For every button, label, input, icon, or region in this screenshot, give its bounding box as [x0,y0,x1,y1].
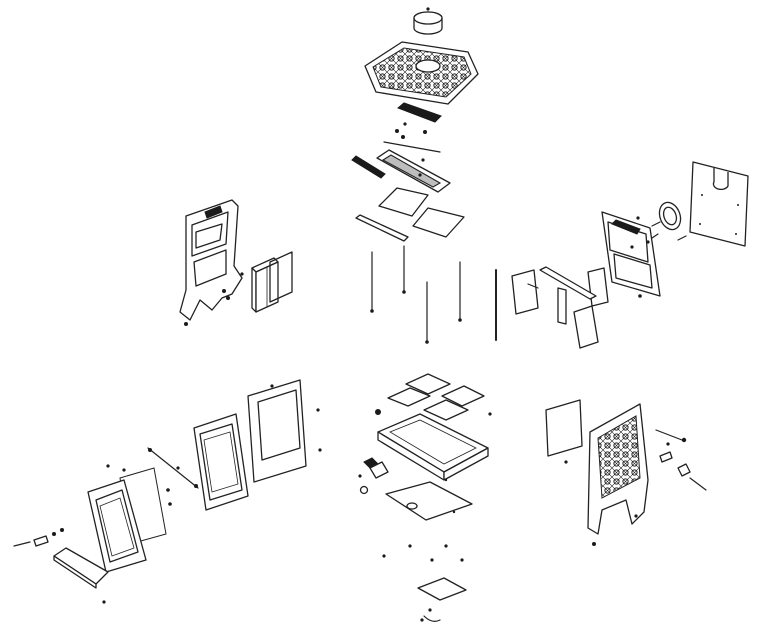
flue-collar [413,7,443,35]
upper-fasteners [383,122,441,153]
hearth-bricks [387,373,485,421]
flue-ring [651,201,687,241]
right-brick-panel [545,399,583,464]
baffle-brick [397,102,442,123]
ash-lip [53,547,109,604]
access-cover [417,577,467,622]
base-fasteners [382,544,464,562]
firebox-base [375,409,492,481]
left-side-panel [179,199,244,326]
right-firebricks [511,266,609,349]
door-rod [147,447,199,489]
top-plate [364,41,479,105]
center-rods [355,214,497,344]
air-control [358,457,389,495]
firebricks-upper [378,187,465,238]
door-frame-rear [247,379,322,483]
right-side-panel [587,403,649,546]
left-firebricks [251,251,293,313]
heat-shield [689,161,749,247]
base-plate [385,478,473,521]
rear-panel [601,211,661,298]
door-glass-frame [193,413,249,511]
door-handle [13,528,64,547]
right-hardware [655,429,707,491]
baffle-assembly [351,149,451,193]
front-door [87,464,147,573]
